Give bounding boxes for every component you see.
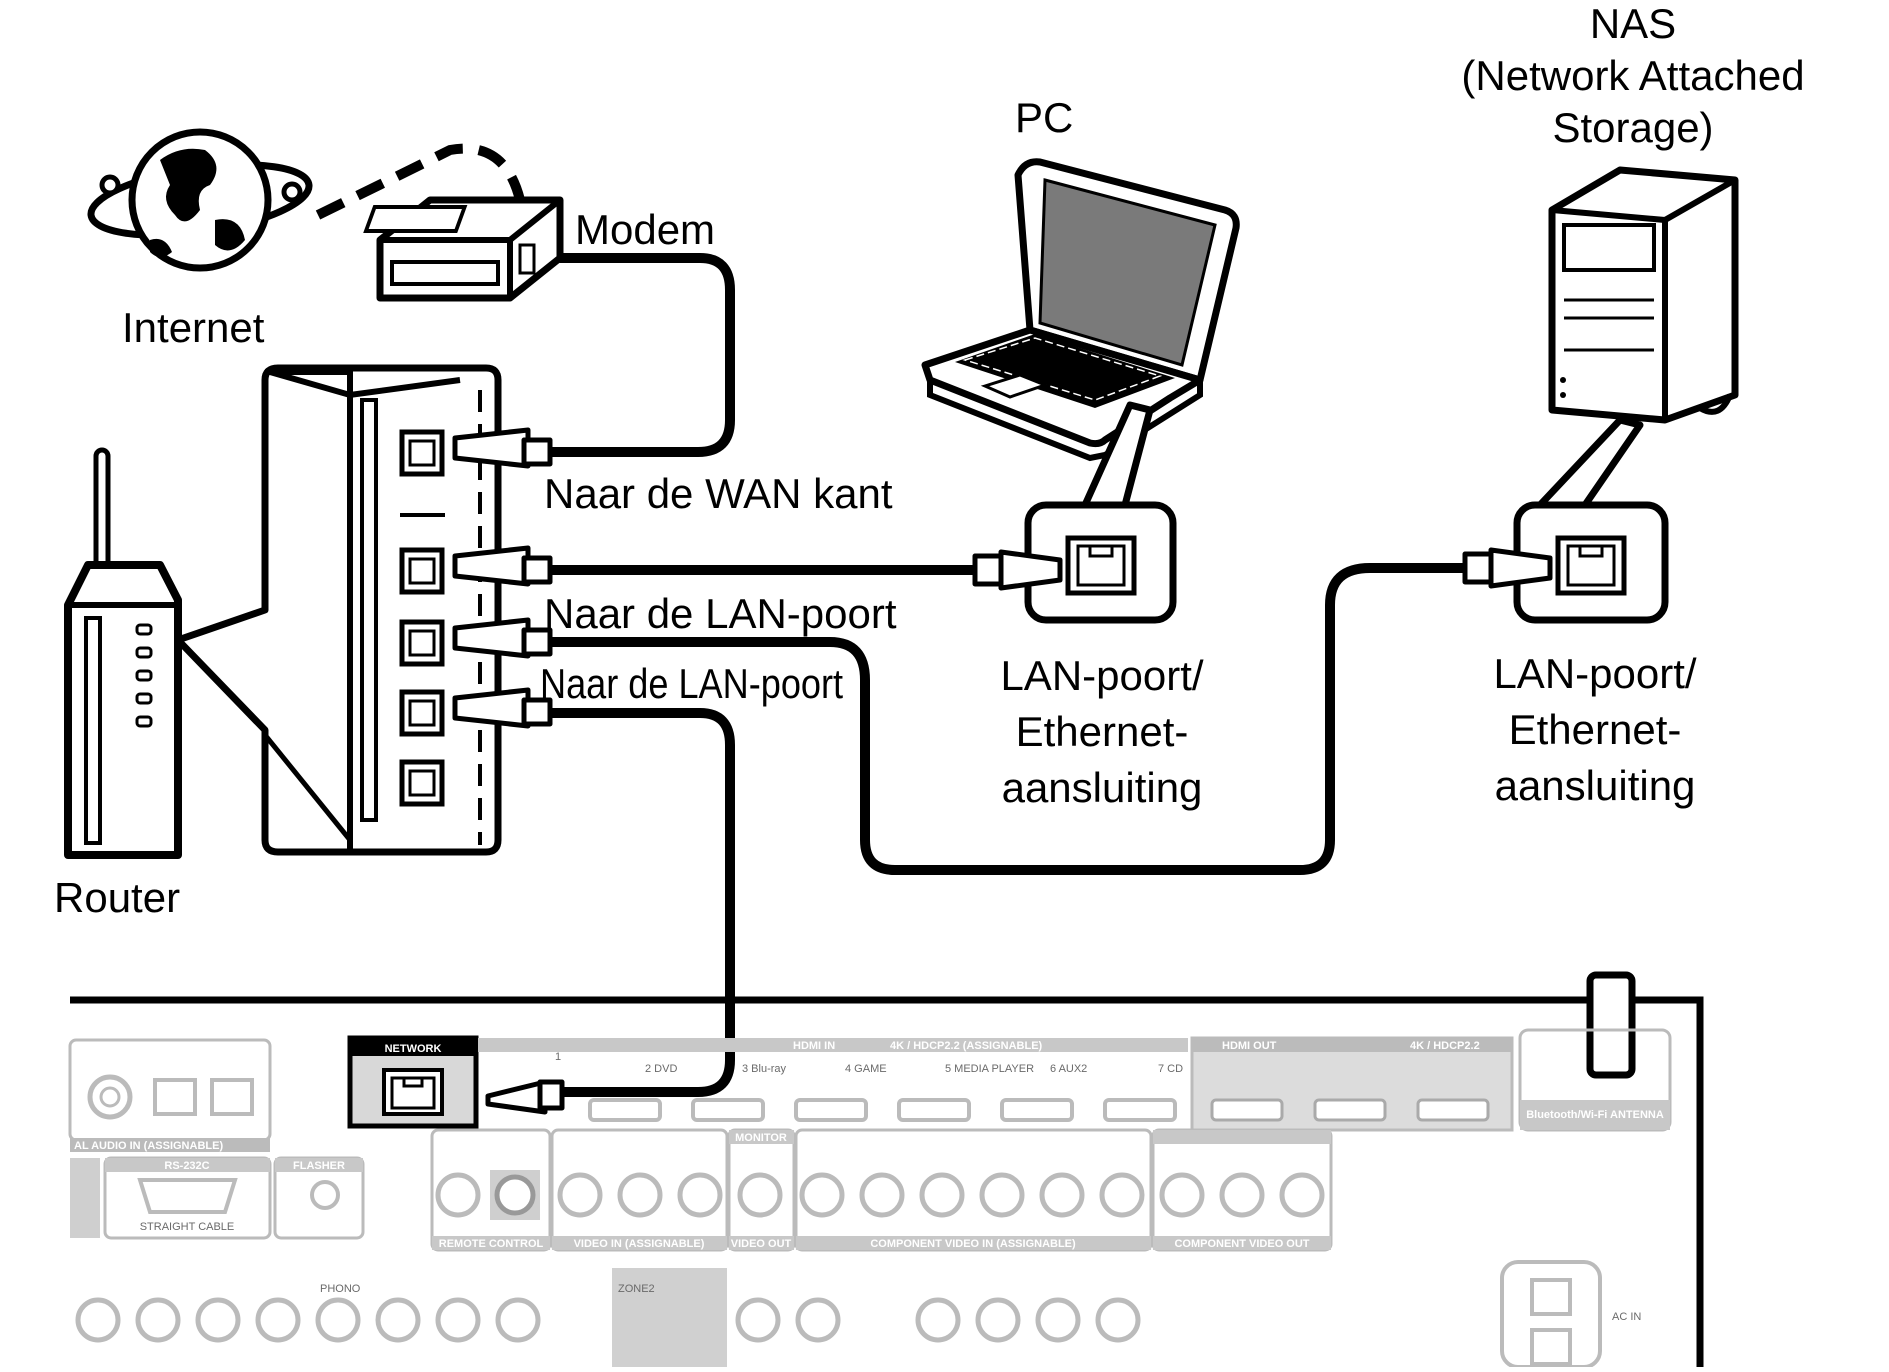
nas-port-label-1: LAN-poort/: [1493, 650, 1696, 697]
pc-plug: [972, 549, 1063, 591]
nas-server-icon: [1548, 166, 1739, 424]
internet-label: Internet: [122, 304, 265, 351]
hdmi-in-5: 5 MEDIA PLAYER: [945, 1063, 1034, 1075]
pc-port-label-2: Ethernet-: [1016, 708, 1189, 755]
lan-label-2: Naar de LAN-poort: [540, 662, 843, 708]
hdmi-in-1: 1: [555, 1051, 561, 1063]
nas-subtitle-1: (Network Attached: [1461, 52, 1804, 99]
pc-label: PC: [1015, 94, 1073, 141]
nas-subtitle-2: Storage): [1552, 104, 1713, 151]
video-out-label: VIDEO OUT: [731, 1238, 792, 1250]
hdmi-in-spec: 4K / HDCP2.2 (ASSIGNABLE): [890, 1040, 1043, 1052]
receiver-plug: [485, 1079, 565, 1115]
hdmi-out-spec: 4K / HDCP2.2: [1410, 1040, 1480, 1052]
component-video-out-label: COMPONENT VIDEO OUT: [1174, 1238, 1309, 1250]
wan-label: Naar de WAN kant: [544, 470, 893, 517]
receiver-rear-panel: AL AUDIO IN (ASSIGNABLE) NETWORK HDMI IN…: [68, 971, 1704, 1369]
nas-port-label-2: Ethernet-: [1509, 706, 1682, 753]
component-video-in-label: COMPONENT VIDEO IN (ASSIGNABLE): [870, 1238, 1076, 1250]
modem-label: Modem: [575, 206, 715, 253]
rs232c-label: RS-232C: [164, 1160, 209, 1172]
hdmi-in-6: 6 AUX2: [1050, 1063, 1087, 1075]
nas-port-callout: [1513, 416, 1669, 624]
video-in-label: VIDEO IN (ASSIGNABLE): [574, 1238, 705, 1250]
antenna-icon: [1586, 971, 1636, 1079]
pc-port-callout: [1024, 401, 1177, 624]
router-plugs: [452, 427, 553, 729]
nas-port-label-3: aansluiting: [1495, 762, 1696, 809]
zone2-label: ZONE2: [618, 1283, 655, 1295]
cable-router-nas: [540, 563, 1475, 875]
router-lan-ports: [399, 429, 445, 807]
router-label: Router: [54, 874, 180, 921]
pc-port-label-3: aansluiting: [1002, 764, 1203, 811]
globe-icon: [87, 128, 313, 272]
hdmi-in-2: 2 DVD: [645, 1063, 677, 1075]
hdmi-in-4: 4 GAME: [845, 1063, 887, 1075]
cables: [540, 253, 1475, 1097]
nas-title: NAS: [1590, 0, 1676, 47]
wireless-link: [315, 143, 525, 220]
straight-cable-label: STRAIGHT CABLE: [140, 1221, 235, 1233]
hdmi-in-label: HDMI IN: [793, 1040, 835, 1052]
digital-audio-in-label: AL AUDIO IN (ASSIGNABLE): [74, 1140, 223, 1152]
hdmi-in-number-labels: 1 2 DVD 3 Blu-ray 4 GAME 5 MEDIA PLAYER …: [555, 1051, 1183, 1075]
remote-control-label: REMOTE CONTROL: [439, 1238, 544, 1250]
router-icon: [64, 447, 182, 859]
lan-label-1: Naar de LAN-poort: [544, 590, 897, 637]
pc-port-label-1: LAN-poort/: [1000, 652, 1203, 699]
hdmi-in-3: 3 Blu-ray: [742, 1063, 787, 1075]
flasher-label: FLASHER: [293, 1160, 345, 1172]
router-port-callout: [174, 364, 502, 856]
hdmi-in-7: 7 CD: [1158, 1063, 1183, 1075]
network-port-label: NETWORK: [385, 1043, 442, 1055]
monitor-label: MONITOR: [735, 1132, 787, 1144]
cable-modem-wan: [540, 253, 735, 457]
hdmi-in-ports: [588, 1098, 1177, 1122]
ac-in-label: AC IN: [1612, 1311, 1641, 1323]
audio-jacks-row: [75, 1297, 1141, 1343]
nas-plug: [1462, 547, 1553, 589]
modem-icon: [363, 196, 564, 302]
laptop-icon: [921, 158, 1240, 462]
phono-label: PHONO: [320, 1283, 361, 1295]
hdmi-out-label: HDMI OUT: [1222, 1040, 1277, 1052]
bt-antenna-label: Bluetooth/Wi-Fi ANTENNA: [1526, 1109, 1664, 1121]
cable-router-receiver: [540, 708, 735, 1097]
